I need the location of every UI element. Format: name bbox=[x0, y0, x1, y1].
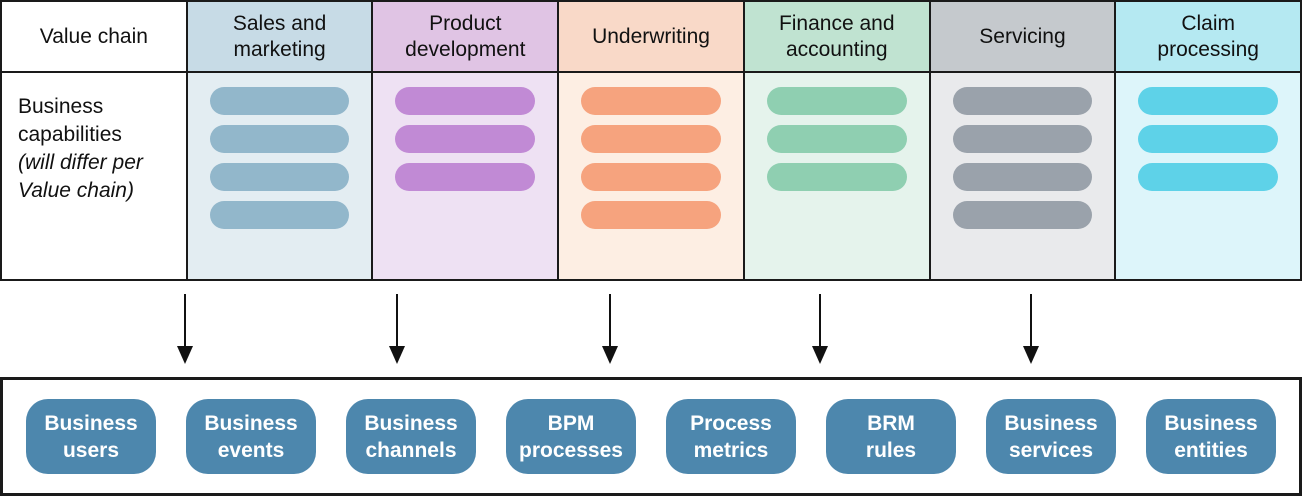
column-header-label: Finance and accounting bbox=[778, 11, 895, 61]
capability-bar bbox=[581, 163, 721, 191]
column-body bbox=[559, 73, 743, 279]
column-body bbox=[930, 73, 1115, 279]
foundation-pill-brm-rules: BRM rules bbox=[826, 399, 956, 474]
capability-bar bbox=[1138, 163, 1279, 191]
value-chain-title: Value chain bbox=[39, 24, 148, 48]
column-header: Servicing bbox=[930, 2, 1115, 73]
down-arrow bbox=[1022, 294, 1040, 364]
capability-bar bbox=[952, 163, 1093, 191]
capability-bar bbox=[209, 163, 350, 191]
column-header-label: Sales and marketing bbox=[232, 11, 327, 61]
down-arrow bbox=[176, 294, 194, 364]
column-claim-processing: Claim processing bbox=[1114, 2, 1301, 279]
column-header: Sales and marketing bbox=[187, 2, 372, 73]
foundation-pill-business-users: Business users bbox=[26, 399, 156, 474]
column-product-development: Product development bbox=[371, 2, 558, 279]
business-capabilities-cell: Business capabilities (will differ per V… bbox=[2, 73, 186, 279]
value-chain-header-cell: Value chain bbox=[2, 2, 186, 73]
value-chain-label-column: Value chain Business capabilities (will … bbox=[2, 2, 186, 279]
capability-bar bbox=[766, 125, 907, 153]
column-header: Finance and accounting bbox=[744, 2, 929, 73]
foundation-pill-business-entities: Business entities bbox=[1146, 399, 1276, 474]
capability-bar bbox=[581, 201, 721, 229]
capability-bar bbox=[581, 125, 721, 153]
capability-bar bbox=[395, 125, 536, 153]
column-finance-and-accounting: Finance and accounting bbox=[742, 2, 929, 279]
arrow-shaft bbox=[819, 294, 821, 346]
arrow-shaft bbox=[609, 294, 611, 346]
column-body bbox=[187, 73, 372, 279]
down-arrow bbox=[388, 294, 406, 364]
capability-bar bbox=[952, 201, 1093, 229]
business-capabilities-note: (will differ per Value chain) bbox=[18, 151, 143, 202]
arrow-head-icon bbox=[177, 346, 193, 364]
arrow-shaft bbox=[396, 294, 398, 346]
column-header: Claim processing bbox=[1116, 2, 1301, 73]
foundation-pill-business-services: Business services bbox=[986, 399, 1116, 474]
foundation-pill-business-channels: Business channels bbox=[346, 399, 476, 474]
column-body bbox=[1116, 73, 1301, 279]
column-header: Product development bbox=[373, 2, 558, 73]
down-arrow bbox=[601, 294, 619, 364]
foundation-pill-process-metrics: Process metrics bbox=[666, 399, 796, 474]
capability-bar bbox=[209, 87, 350, 115]
capability-bar bbox=[952, 87, 1093, 115]
arrow-head-icon bbox=[1023, 346, 1039, 364]
arrow-head-icon bbox=[389, 346, 405, 364]
capability-bar bbox=[1138, 87, 1279, 115]
capability-bar bbox=[581, 87, 721, 115]
capability-bar bbox=[952, 125, 1093, 153]
capability-bar bbox=[209, 201, 350, 229]
arrow-shaft bbox=[184, 294, 186, 346]
column-underwriting: Underwriting bbox=[557, 2, 743, 279]
capability-bar bbox=[395, 163, 536, 191]
column-header: Underwriting bbox=[559, 2, 743, 73]
foundation-box: Business users Business events Business … bbox=[0, 377, 1302, 496]
column-body bbox=[744, 73, 929, 279]
capability-bar bbox=[1138, 125, 1279, 153]
down-arrow bbox=[811, 294, 829, 364]
arrow-head-icon bbox=[812, 346, 828, 364]
column-header-label: Claim processing bbox=[1157, 11, 1259, 61]
capability-bar bbox=[209, 125, 350, 153]
column-header-label: Servicing bbox=[979, 24, 1066, 48]
column-servicing: Servicing bbox=[928, 2, 1115, 279]
column-header-label: Product development bbox=[405, 11, 526, 61]
capability-bar bbox=[766, 163, 907, 191]
column-body bbox=[373, 73, 558, 279]
business-capabilities-label: Business capabilities bbox=[18, 95, 122, 146]
column-header-label: Underwriting bbox=[592, 24, 710, 48]
capability-bar bbox=[766, 87, 907, 115]
arrow-shaft bbox=[1030, 294, 1032, 346]
value-chain-table: Value chain Business capabilities (will … bbox=[0, 0, 1302, 281]
foundation-pill-business-events: Business events bbox=[186, 399, 316, 474]
foundation-pill-bpm-processes: BPM processes bbox=[506, 399, 636, 474]
arrow-head-icon bbox=[602, 346, 618, 364]
column-sales-and-marketing: Sales and marketing bbox=[185, 2, 372, 279]
capability-bar bbox=[395, 87, 536, 115]
